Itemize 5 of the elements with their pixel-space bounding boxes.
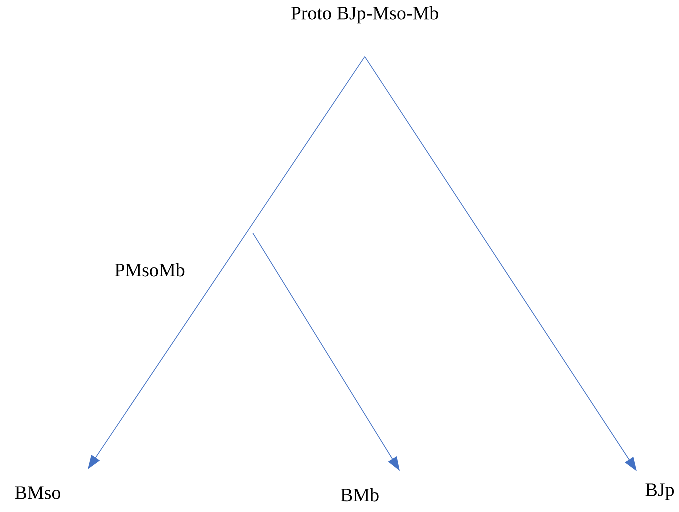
node-label: BMb (341, 488, 379, 502)
node-label: PMsoMb (115, 263, 185, 277)
node-label: BJp (646, 484, 674, 500)
node-label: Proto BJp-Mso-Mb (291, 6, 438, 24)
node-label: BMso (15, 486, 60, 500)
